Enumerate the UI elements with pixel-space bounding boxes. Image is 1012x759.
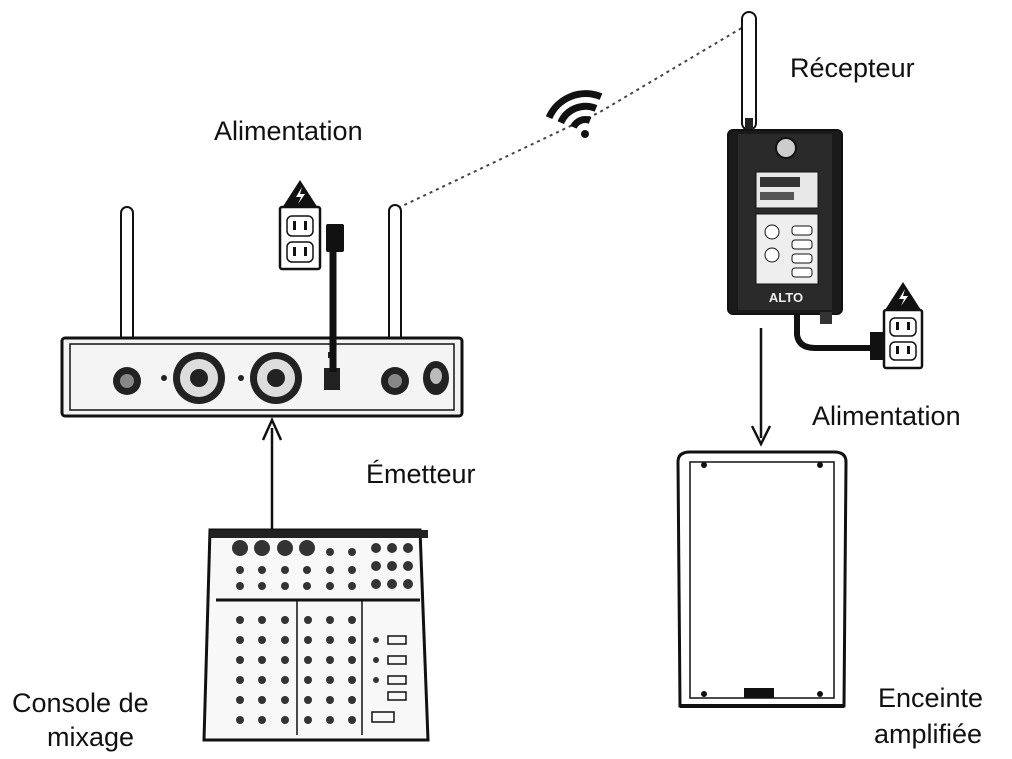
label-console-de-mixage: Console de mixage <box>12 686 149 754</box>
label-console-line-1: Console de <box>12 688 149 718</box>
receiver-antenna <box>741 11 757 131</box>
mixing-console <box>202 528 430 742</box>
antenna-connector-right <box>381 367 409 395</box>
wifi-icon <box>545 90 603 138</box>
antenna-connector-left <box>113 367 141 395</box>
transmitter-knob <box>423 361 449 395</box>
label-recepteur: Récepteur <box>790 53 915 83</box>
receiver-brand-logo: ALTO <box>769 290 803 305</box>
arrow-up-icon <box>261 416 283 530</box>
label-console-line-2: mixage <box>47 722 135 752</box>
electric-warning-icon <box>885 282 921 310</box>
power-outlet-icon <box>278 205 322 271</box>
powered-speaker <box>676 450 848 708</box>
transmitter-unit <box>60 204 464 418</box>
wireless-link-line <box>397 25 746 209</box>
label-alimentation-transmitter: Alimentation <box>214 116 363 146</box>
label-enceinte-amplifiee: Enceinte amplifiée <box>874 680 983 752</box>
label-alimentation-receiver: Alimentation <box>812 401 961 431</box>
receiver-unit: ALTO <box>727 11 843 324</box>
xlr-input-1 <box>161 352 225 404</box>
xlr-input-2 <box>238 352 302 404</box>
label-emetteur: Émetteur <box>366 459 476 489</box>
electric-warning-icon <box>282 180 318 208</box>
receiver-power-cable <box>794 314 880 351</box>
label-enceinte-line-2: amplifiée <box>874 719 983 749</box>
label-enceinte-line-1: Enceinte <box>878 683 984 713</box>
arrow-down-icon <box>750 328 772 447</box>
transmitter-power-jack <box>324 368 340 390</box>
power-outlet-icon <box>882 308 924 370</box>
